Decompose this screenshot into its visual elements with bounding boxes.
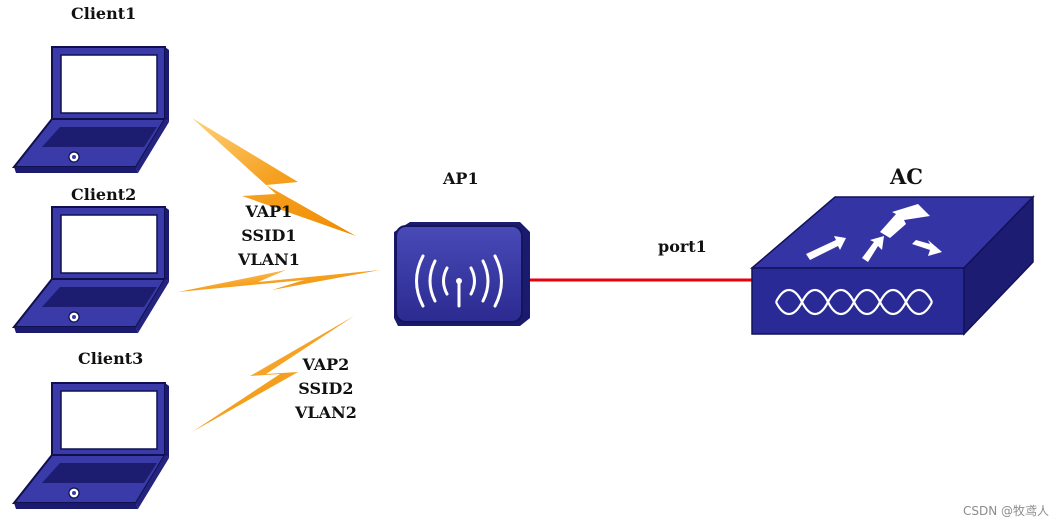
lightning-signal-icon <box>178 270 380 292</box>
laptop-icon <box>13 206 170 334</box>
client2-label: Client2 <box>71 185 137 204</box>
controller-icon <box>749 195 1035 336</box>
client3-label: Client3 <box>78 349 144 368</box>
lightning-signal-icon <box>192 316 354 432</box>
vlan2-label: VLAN2 <box>295 403 357 422</box>
laptop-icon <box>13 46 170 174</box>
vlan1-label: VLAN1 <box>238 250 300 269</box>
lightning-signal-icon <box>192 118 356 236</box>
watermark: CSDN @牧鸢人 <box>962 504 1049 518</box>
ssid1-label: SSID1 <box>241 226 297 245</box>
vap1-label: VAP1 <box>245 202 293 221</box>
port1-label: port1 <box>658 237 707 256</box>
ac-label: AC <box>890 164 924 189</box>
laptop-icon <box>13 382 170 510</box>
vap2-label: VAP2 <box>302 355 350 374</box>
vap-group-1: VAP1 SSID1 VLAN1 <box>238 200 300 272</box>
ssid2-label: SSID2 <box>298 379 354 398</box>
ap1-label: AP1 <box>443 169 479 188</box>
vap-group-2: VAP2 SSID2 VLAN2 <box>295 353 357 425</box>
client1-label: Client1 <box>71 4 137 23</box>
access-point-icon <box>394 222 530 326</box>
